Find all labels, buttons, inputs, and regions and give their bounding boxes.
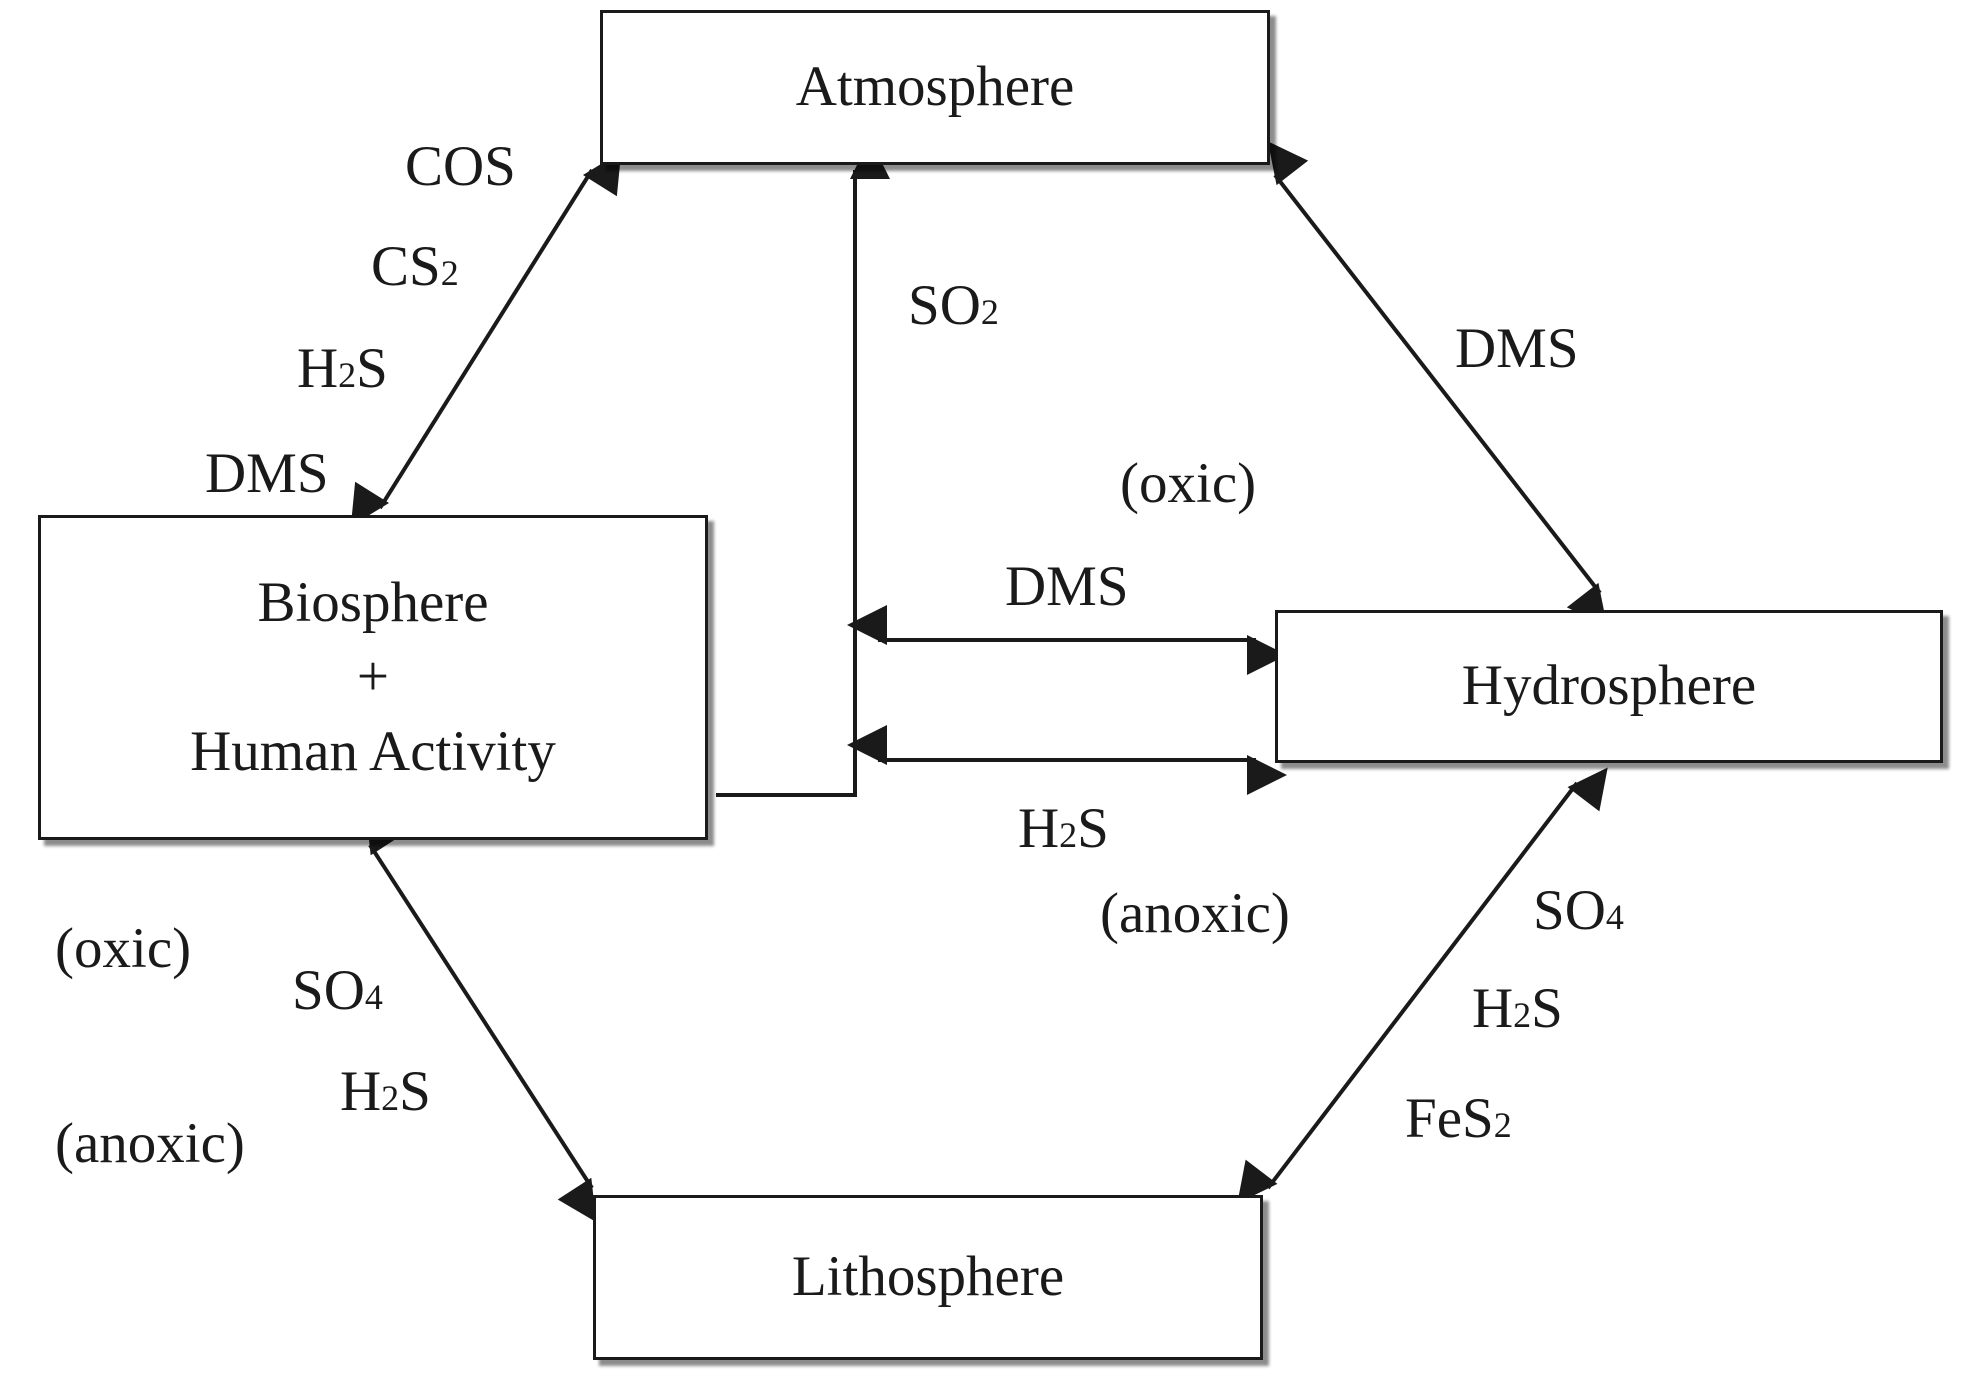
human-activity-label: Human Activity — [190, 719, 556, 783]
label-cs2: CS2 — [371, 235, 459, 298]
label-h2s-bio-litho: H2S — [340, 1060, 431, 1123]
arrow-biosphere-lithosphere — [365, 810, 597, 1223]
arrow-biosphere-atmosphere — [350, 151, 622, 527]
label-h2s-hydro-litho: H2S — [1472, 977, 1563, 1040]
biosphere-plus: + — [356, 645, 390, 709]
label-anoxic-mid: (anoxic) — [1100, 882, 1290, 945]
hydrosphere-box: Hydrosphere — [1275, 610, 1943, 763]
label-h2s-bio-atm: H2S — [297, 337, 388, 400]
atmosphere-box: Atmosphere — [600, 10, 1270, 165]
label-oxic-left: (oxic) — [55, 917, 192, 980]
arrow-biosphere-to-atmosphere-so2 — [716, 139, 890, 797]
label-fes2-hydro-litho: FeS2 — [1405, 1087, 1512, 1150]
hydrosphere-label: Hydrosphere — [1461, 654, 1757, 718]
lithosphere-label: Lithosphere — [791, 1245, 1065, 1309]
label-so4-hydro-litho: SO4 — [1533, 879, 1624, 942]
label-dms-bio-hydro: DMS — [1005, 555, 1129, 618]
biosphere-box: Biosphere + Human Activity — [38, 515, 708, 840]
label-cos: COS — [405, 135, 516, 198]
label-anoxic-left: (anoxic) — [55, 1112, 245, 1175]
arrow-hydrosphere-lithosphere — [1237, 767, 1608, 1204]
label-h2s-bio-hydro: H2S — [1018, 797, 1109, 860]
atmosphere-label: Atmosphere — [795, 55, 1075, 119]
biosphere-label: Biosphere — [257, 571, 489, 635]
arrow-atmosphere-hydrosphere — [1267, 141, 1608, 627]
label-oxic-top: (oxic) — [1120, 452, 1257, 515]
label-dms-bio-atm: DMS — [205, 442, 329, 505]
lithosphere-box: Lithosphere — [593, 1195, 1263, 1360]
label-dms-atm-hydro: DMS — [1455, 317, 1579, 380]
label-so2: SO2 — [908, 274, 999, 337]
label-so4-bio-litho: SO4 — [292, 959, 383, 1022]
